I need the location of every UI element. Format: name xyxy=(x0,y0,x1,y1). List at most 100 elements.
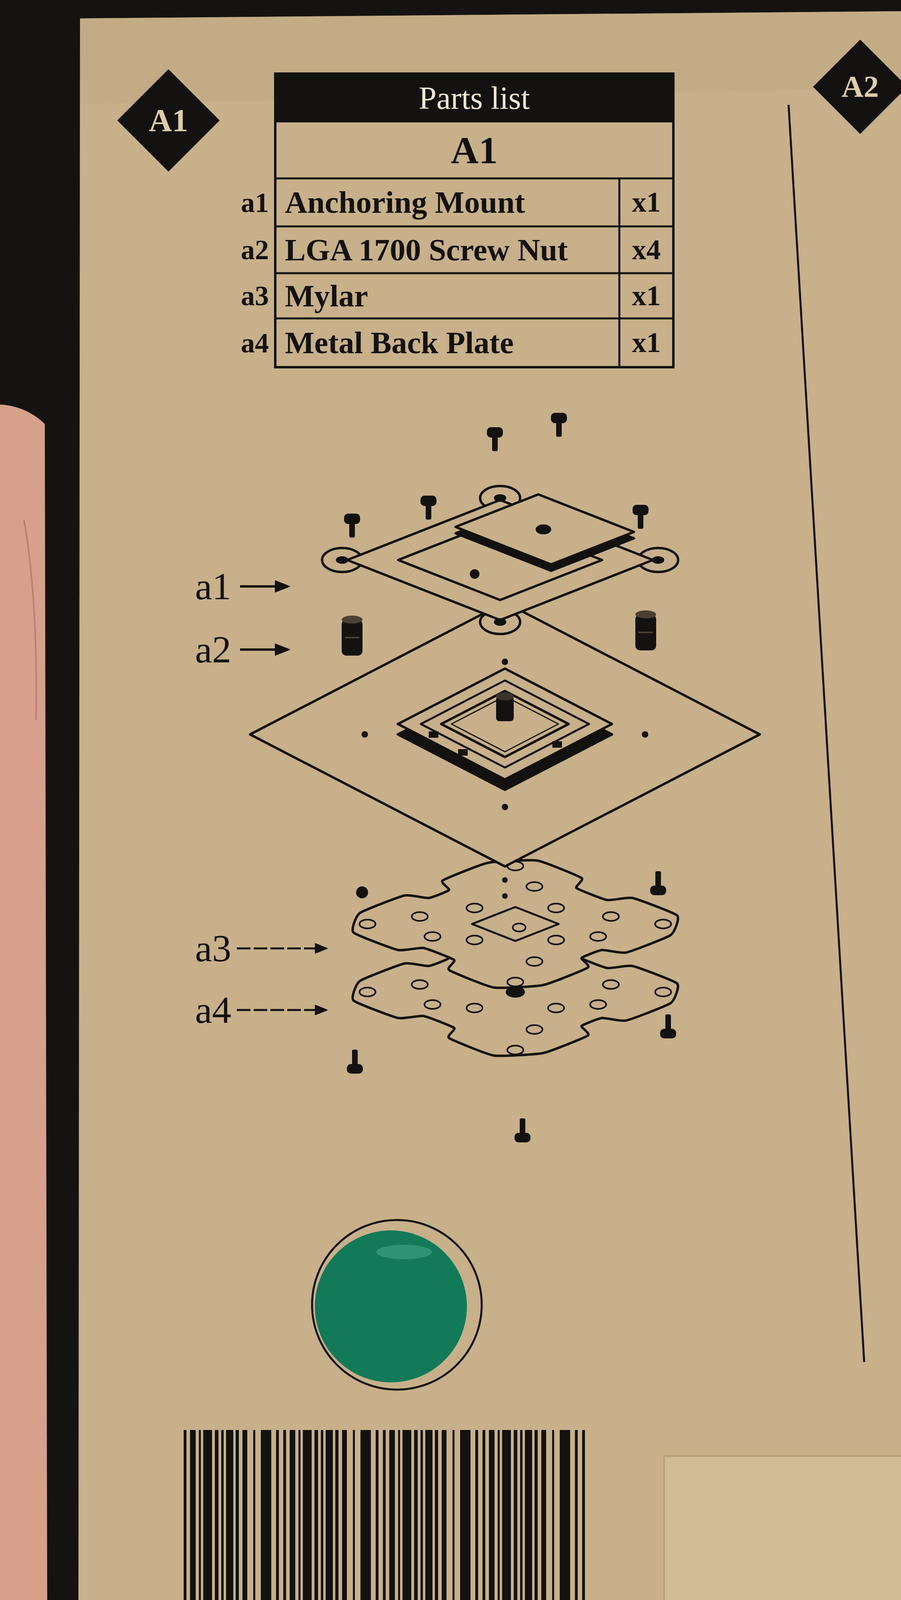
plate-hole xyxy=(424,932,441,942)
barcode-bar xyxy=(375,1430,379,1600)
mylar-sheet-outline xyxy=(352,860,678,988)
socket-latch xyxy=(458,749,468,756)
part-name: Mylar xyxy=(284,278,369,314)
table-heading: A1 xyxy=(450,129,498,172)
axis-dot xyxy=(502,877,508,883)
screw-shank xyxy=(556,421,562,437)
axis-dot xyxy=(502,893,508,899)
plate-hole xyxy=(548,903,565,913)
part-quantity-cell: x1 xyxy=(621,318,671,368)
barcode-bar xyxy=(475,1430,479,1600)
part-code-cell: a4 xyxy=(200,318,269,368)
screw-shank xyxy=(352,1049,358,1066)
screw-head xyxy=(514,1133,531,1143)
plate-hole xyxy=(602,912,619,922)
plate-hole xyxy=(507,977,524,987)
leader-line xyxy=(240,585,277,588)
screw-head xyxy=(650,885,667,896)
table-rule xyxy=(275,177,674,180)
callout-number: a3 xyxy=(194,927,232,970)
barcode-bar xyxy=(320,1430,324,1600)
socket-latch xyxy=(552,741,563,748)
mylar-sheet xyxy=(352,860,678,988)
table-rule xyxy=(618,178,621,368)
diamond-text-block: A1 xyxy=(117,69,220,172)
barcode-bar xyxy=(242,1430,248,1600)
board-hole xyxy=(361,731,369,738)
mount-hole xyxy=(336,556,348,564)
washer-dot xyxy=(356,886,369,899)
screw-symbol xyxy=(344,513,361,538)
part-code: a4 xyxy=(240,327,269,359)
barcode-bar xyxy=(414,1430,418,1600)
barcode-bar xyxy=(298,1430,301,1600)
callout-number-cell: a2 xyxy=(144,624,232,676)
screw-symbol xyxy=(486,427,503,452)
arrowhead xyxy=(275,644,290,656)
mount-hole xyxy=(652,556,664,564)
plate-hole xyxy=(466,935,483,945)
part-quantity: x1 xyxy=(632,280,661,312)
thumb xyxy=(0,404,48,1600)
barcode-bar xyxy=(253,1430,256,1600)
barcode-bar xyxy=(534,1430,538,1600)
screw-symbol xyxy=(514,1118,531,1143)
barcode-bar xyxy=(497,1430,500,1600)
nut-thread xyxy=(344,636,360,639)
barcode-bar xyxy=(541,1430,547,1600)
cardboard xyxy=(78,11,901,1600)
cpu-socket xyxy=(397,668,612,780)
plate-hole xyxy=(590,1000,607,1010)
callout-number-cell: a4 xyxy=(144,984,232,1036)
board-hole xyxy=(501,658,509,666)
screw-symbol xyxy=(660,1014,677,1039)
barcode-bar xyxy=(389,1430,395,1600)
step-label: A1 xyxy=(148,102,189,139)
barcode-bar xyxy=(524,1430,533,1600)
barcode-bar xyxy=(420,1430,423,1600)
nut-body xyxy=(341,619,363,656)
barcode-bar xyxy=(276,1430,279,1600)
screw-nut xyxy=(635,610,657,651)
table-rule xyxy=(275,272,674,275)
barcode-bar xyxy=(325,1430,333,1600)
table-title-cell: Parts list xyxy=(275,73,674,123)
screw-symbol xyxy=(550,412,567,437)
mount-center-dot xyxy=(469,569,480,579)
part-name: Anchoring Mount xyxy=(284,185,525,220)
mount-hole xyxy=(494,494,506,502)
diamond-fill xyxy=(117,69,220,172)
plate-hole xyxy=(526,957,543,967)
part-quantity: x1 xyxy=(632,326,661,359)
barcode-bar xyxy=(382,1430,386,1600)
part-code-cell: a1 xyxy=(200,178,269,227)
screw-shank xyxy=(519,1118,526,1135)
plate-window xyxy=(472,907,559,942)
plate-hole xyxy=(590,932,607,942)
barcode-bar xyxy=(260,1430,272,1600)
callout-number: a2 xyxy=(194,628,232,671)
plate-hole xyxy=(411,912,428,922)
sticker-glare xyxy=(376,1245,433,1260)
load-plate xyxy=(455,494,635,565)
part-name-cell: Anchoring Mount xyxy=(284,178,616,227)
plate-hole xyxy=(507,1045,524,1055)
barcode-bar xyxy=(190,1430,196,1600)
leader-line xyxy=(240,648,277,651)
barcode-bar xyxy=(502,1430,511,1600)
arrowhead xyxy=(315,1005,328,1016)
step-diamond: A2 xyxy=(812,39,901,135)
barcode-bar xyxy=(283,1430,287,1600)
barcode-bar xyxy=(203,1430,213,1600)
barcode-bar xyxy=(520,1430,523,1600)
barcode-bar xyxy=(398,1430,401,1600)
part-name-cell: Mylar xyxy=(284,273,616,319)
part-quantity-cell: x4 xyxy=(621,226,671,274)
barcode-bar xyxy=(352,1430,355,1600)
barcode-bar xyxy=(582,1430,585,1600)
part-code-cell: a2 xyxy=(200,226,269,274)
barcode-bar xyxy=(314,1430,319,1600)
screw-shank xyxy=(665,1014,671,1031)
